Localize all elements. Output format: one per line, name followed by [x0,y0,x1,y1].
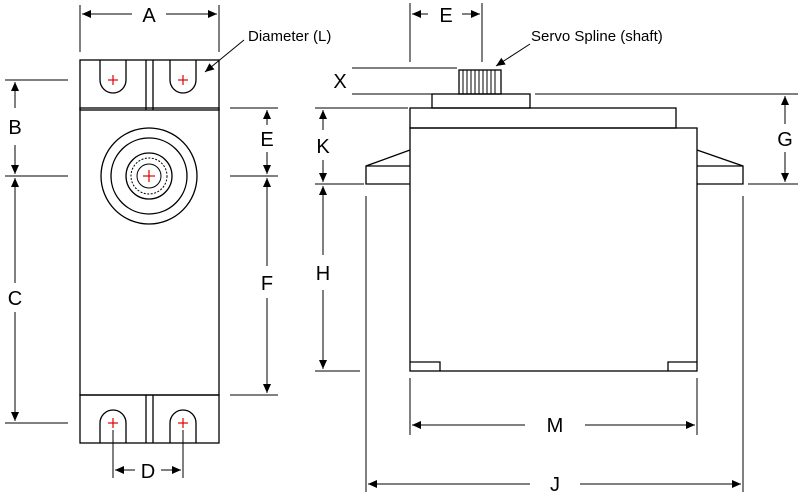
top-mounting-tabs [79,59,220,111]
label-j: J [550,474,560,496]
label-e-top: E [439,5,452,27]
label-e-side: E [260,129,273,151]
center-marks [108,75,188,428]
right-mounting-flange [696,149,744,185]
dimension-c: C [5,178,68,424]
servo-body-side-view [409,127,698,372]
dimension-e-top: E [409,3,483,62]
output-gear [100,127,198,225]
spline-callout: Servo Spline (shaft) [495,28,663,67]
dimension-g: G [535,93,798,185]
diameter-label: Diameter (L) [248,28,331,45]
dimension-d: D [112,430,184,483]
label-f: F [261,273,273,295]
servo-body-top-view [79,107,220,396]
servo-spline [458,69,502,95]
label-c: C [8,288,22,310]
dimension-j: J [365,196,744,496]
top-view: A Diameter (L) B C E [5,5,331,483]
dimension-f: F [230,178,278,396]
dimension-k: K [315,107,408,182]
shaft-base [431,93,531,109]
label-g: G [777,129,793,151]
spline-label: Servo Spline (shaft) [531,28,663,45]
side-view: Servo Spline (shaft) E X K [315,3,798,496]
dimension-m: M [409,378,698,437]
dimension-x: X [333,67,457,95]
left-foot [410,361,441,371]
label-a: A [142,5,156,27]
bottom-mounting-tabs [79,394,220,444]
dimension-h: H [315,183,364,372]
dimension-e-side: E [230,107,278,177]
label-b: B [8,117,21,139]
label-x: X [333,71,346,93]
label-d: D [141,461,155,483]
diameter-callout: Diameter (L) [204,28,331,73]
dimension-a: A [79,5,220,52]
label-m: M [547,415,564,437]
right-foot [667,361,697,371]
label-h: H [316,263,330,285]
servo-top-cap [409,107,677,129]
label-k: K [316,136,330,158]
left-mounting-flange [365,149,411,185]
dimension-b: B [5,79,68,177]
